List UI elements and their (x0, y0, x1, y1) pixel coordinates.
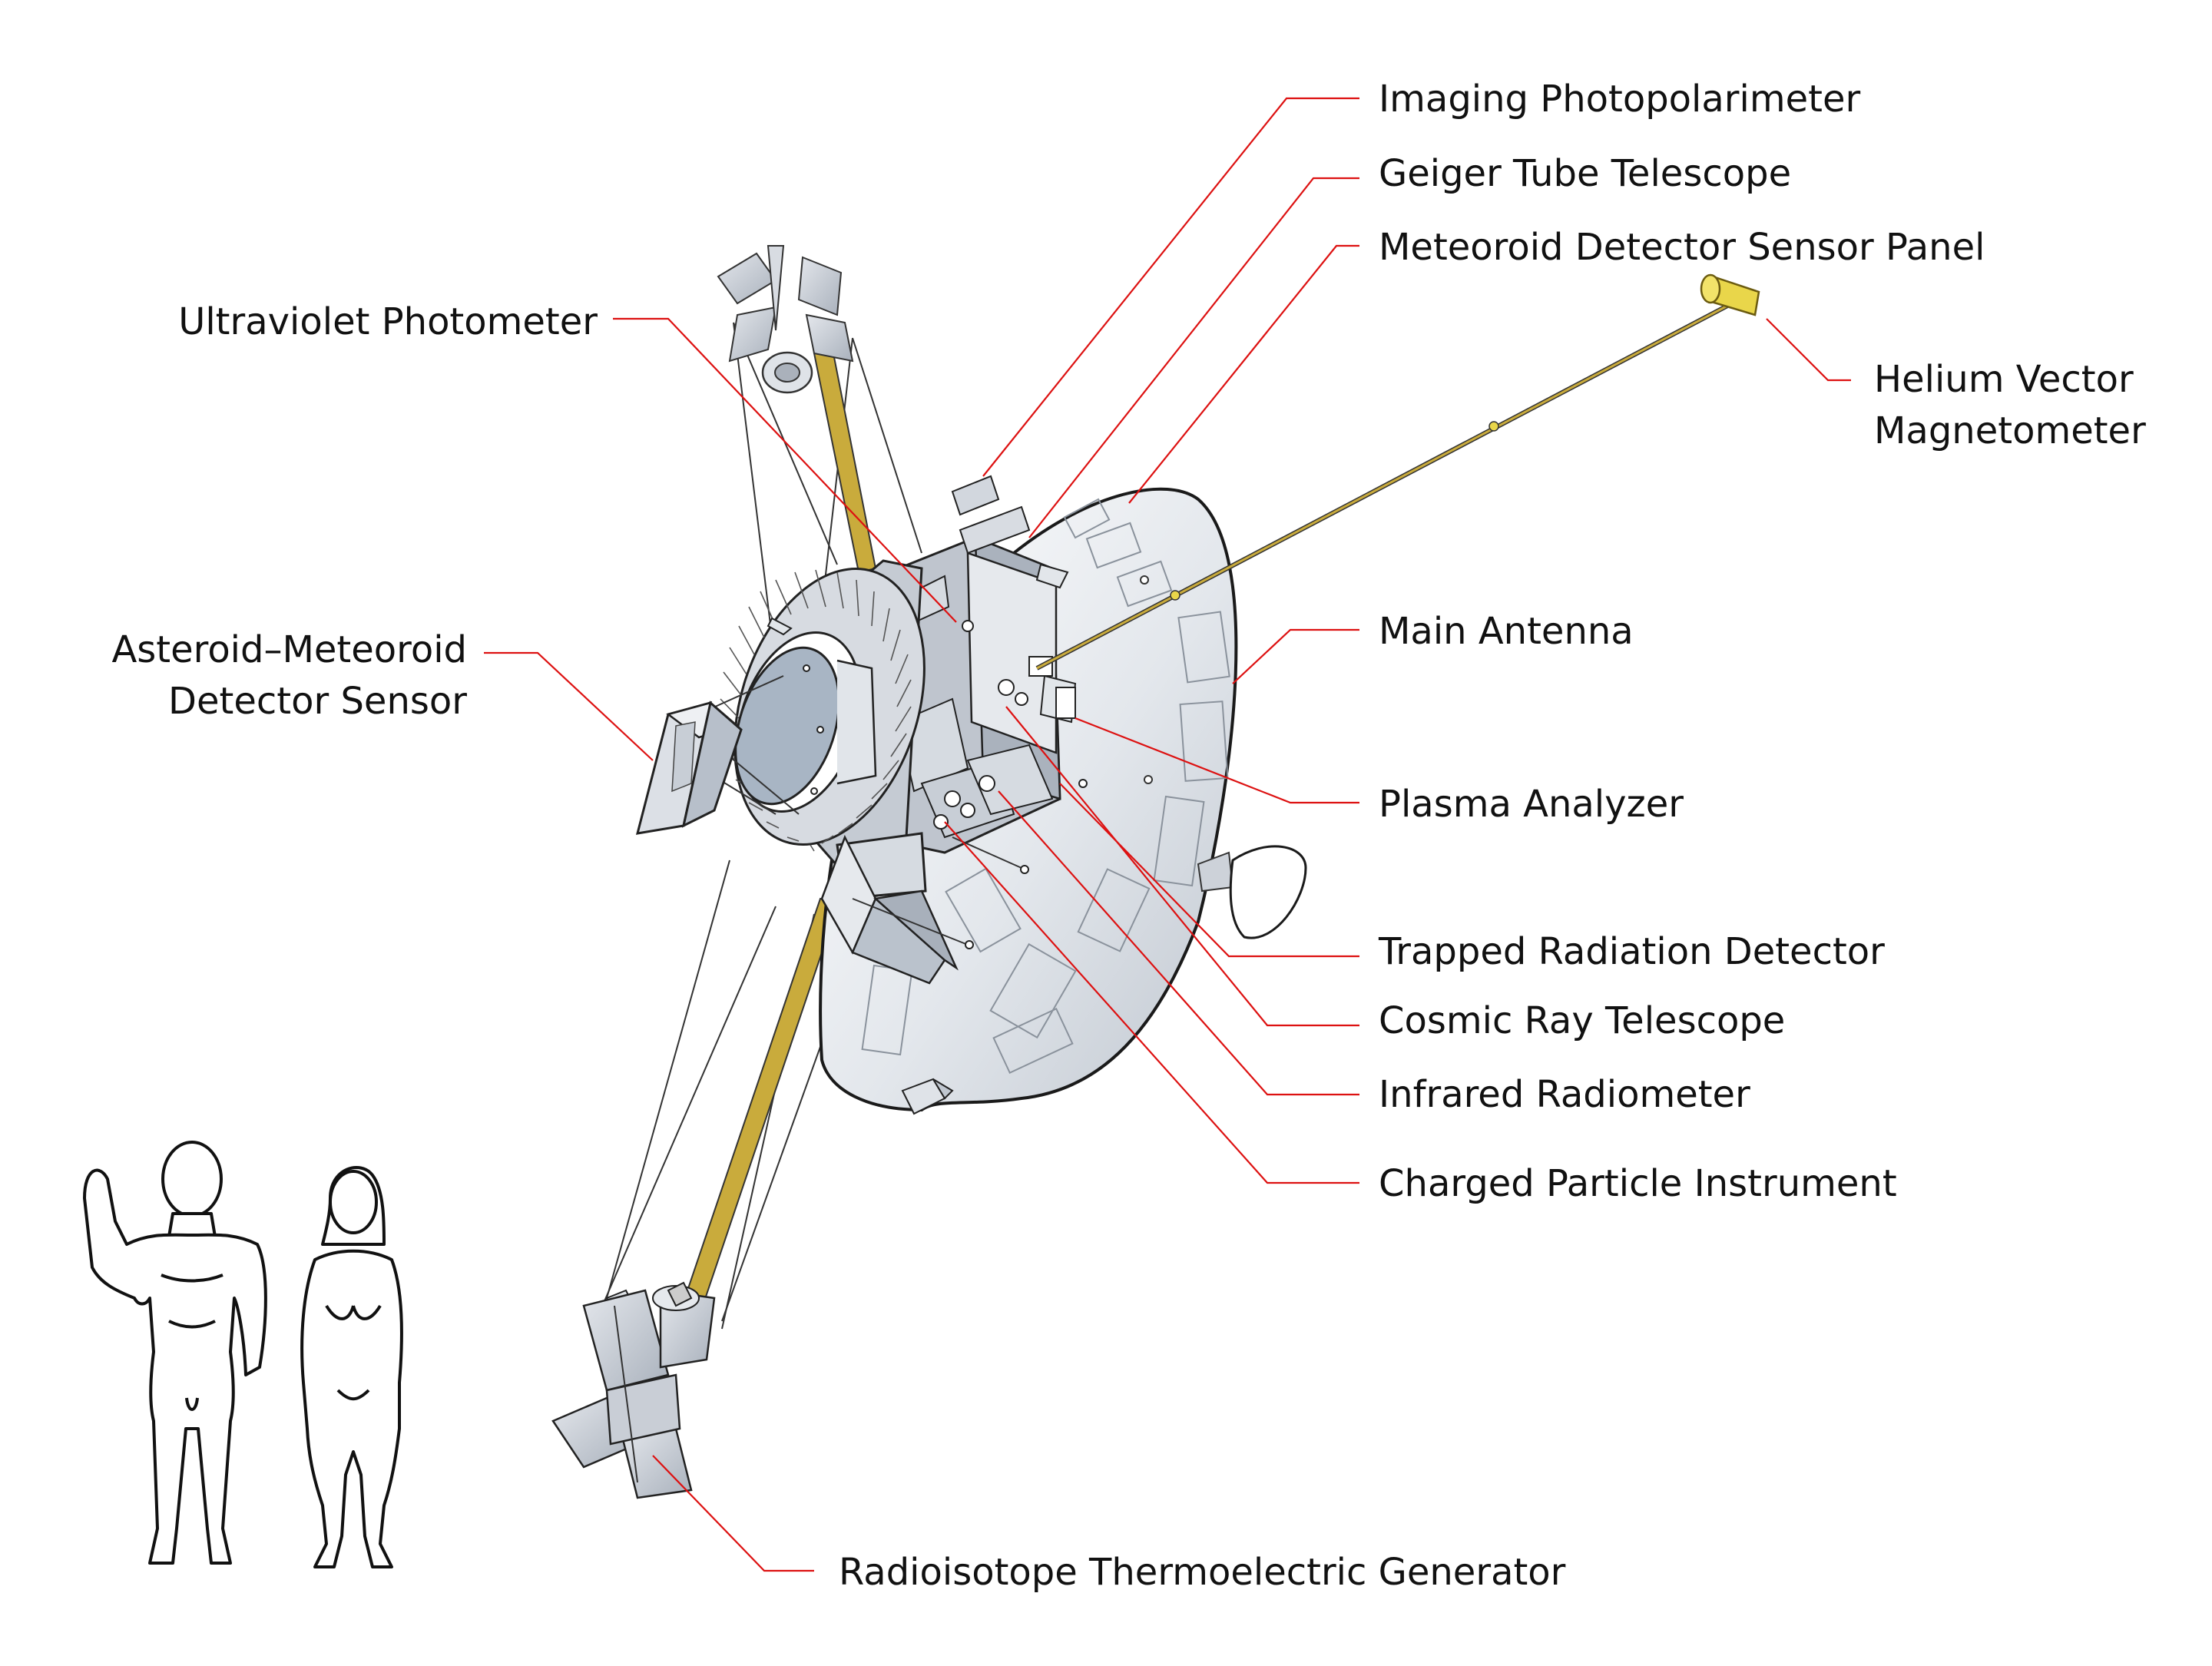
label-meteoroid-detector-sensor-panel: Meteoroid Detector Sensor Panel (1379, 226, 1985, 269)
label-helium-vector-line2: Magnetometer (1874, 409, 2146, 452)
label-asteroid-meteoroid-line1: Asteroid–Meteoroid (111, 628, 467, 671)
leader-lines (484, 97, 1851, 1572)
label-charged-particle-instrument: Charged Particle Instrument (1379, 1162, 1897, 1205)
leader-cosmic-ray (1005, 706, 1359, 1027)
label-radioisotope-thermoelectric-generator: Radioisotope Thermoelectric Generator (839, 1551, 1566, 1594)
leader-main-antenna (1232, 628, 1359, 684)
lower-rtg-assembly (551, 1281, 716, 1499)
leader-plasma-analyzer (1075, 717, 1359, 804)
leader-imaging-photopolarimeter (982, 97, 1359, 477)
leader-magnetometer (1766, 318, 1851, 382)
label-geiger-tube-telescope: Geiger Tube Telescope (1379, 152, 1791, 195)
label-infrared-radiometer: Infrared Radiometer (1379, 1073, 1750, 1116)
label-main-antenna: Main Antenna (1379, 610, 1634, 653)
leader-ultraviolet-photometer (613, 317, 957, 623)
leader-geiger-tube-telescope (1028, 177, 1359, 538)
thruster-nozzle (1197, 845, 1307, 939)
label-ultraviolet-photometer: Ultraviolet Photometer (178, 300, 598, 343)
human-figure-man (83, 1141, 267, 1565)
label-imaging-photopolarimeter: Imaging Photopolarimeter (1379, 78, 1861, 121)
leader-meteoroid-panel (1128, 244, 1359, 504)
human-figure-woman (300, 1166, 403, 1568)
spacecraft-bus (720, 559, 926, 886)
label-helium-vector-line1: Helium Vector (1874, 358, 2134, 401)
helium-vector-magnetometer-sensor (1700, 273, 1760, 316)
lower-instrument-package (820, 779, 1088, 1115)
labels: Imaging Photopolarimeter Geiger Tube Tel… (111, 78, 2146, 1594)
leader-rtg (652, 1455, 814, 1572)
asteroid-meteoroid-detector-sensor (635, 675, 800, 835)
label-plasma-analyzer: Plasma Analyzer (1379, 783, 1684, 826)
label-trapped-radiation-detector: Trapped Radiation Detector (1378, 930, 1885, 973)
label-cosmic-ray-telescope: Cosmic Ray Telescope (1379, 999, 1785, 1042)
magnetometer-boom (1035, 273, 1760, 671)
leader-infrared-radiometer (998, 790, 1359, 1096)
label-asteroid-meteoroid-line2: Detector Sensor (168, 680, 467, 723)
leader-charged-particle (944, 821, 1359, 1184)
leader-asteroid-meteoroid (484, 651, 654, 761)
upper-rtg-assembly (717, 245, 854, 394)
